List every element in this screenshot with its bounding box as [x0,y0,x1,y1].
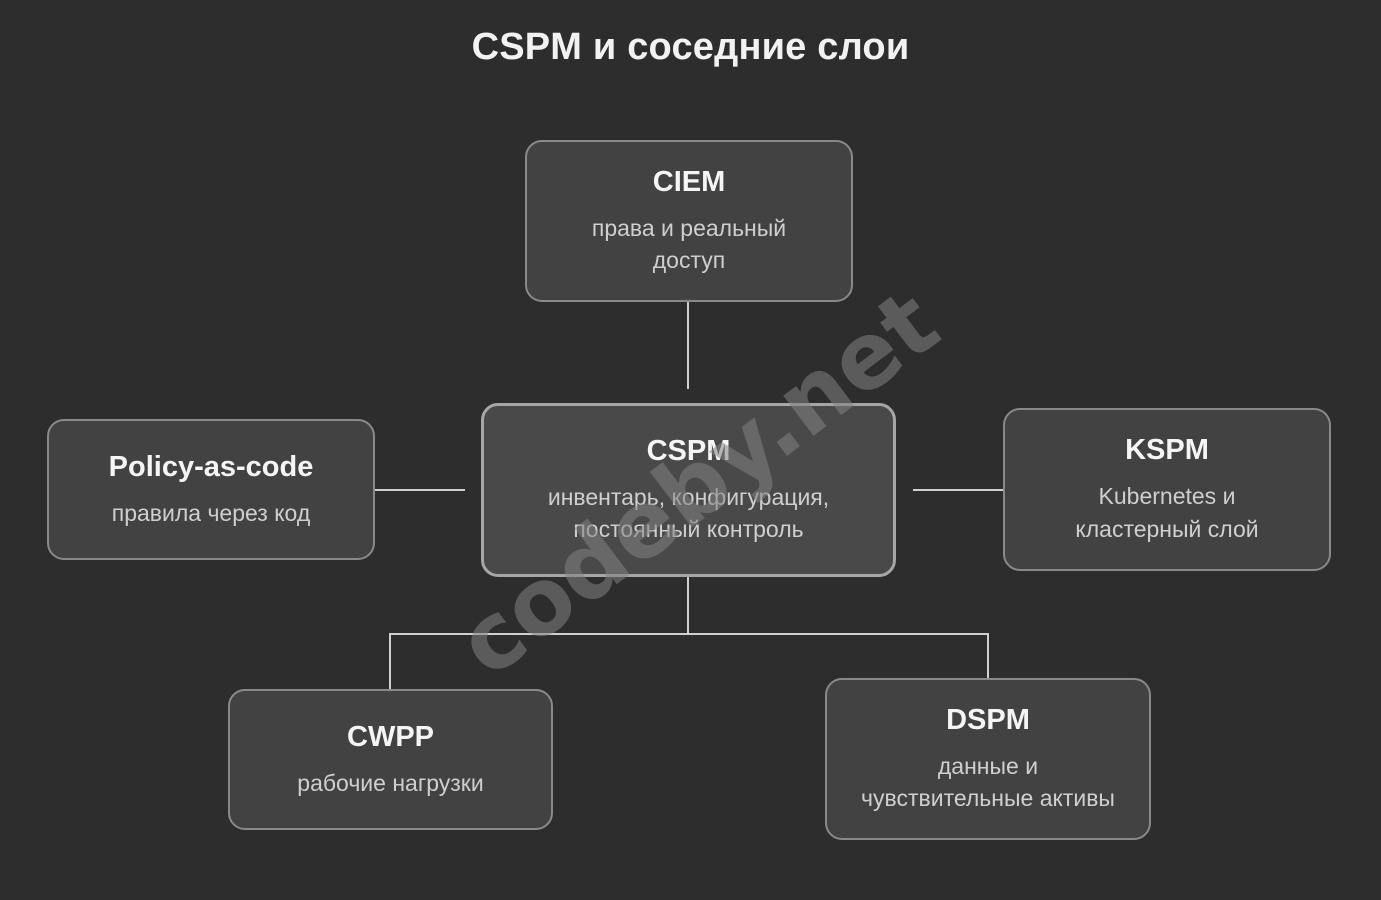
node-cwpp-title: CWPP [347,720,434,753]
node-dspm: DSPM данные и чувствительные активы [825,678,1151,840]
node-ciem-title: CIEM [652,165,726,198]
node-cspm-subtitle: инвентарь, конфигурация, постоянный конт… [548,481,829,546]
node-kspm: KSPM Kubernetes и кластерный слой [1003,408,1331,571]
node-cwpp-subtitle: рабочие нагрузки [297,767,483,800]
node-ciem-subtitle-line2: доступ [652,247,726,274]
node-cwpp: CWPP рабочие нагрузки [228,689,553,830]
node-cwpp-subtitle-line1: рабочие нагрузки [297,769,484,796]
node-cspm: CSPM инвентарь, конфигурация, постоянный… [481,403,896,577]
node-dspm-subtitle-line2: чувствительные активы [861,785,1115,812]
node-policy-subtitle-line1: правила через код [111,499,311,526]
node-dspm-subtitle: данные и чувствительные активы [861,750,1115,815]
node-policy-as-code: Policy-as-code правила через код [47,419,375,560]
node-dspm-title: DSPM [946,703,1030,736]
node-cspm-subtitle-line1: инвентарь, конфигурация, [547,483,830,510]
node-policy-title: Policy-as-code [108,450,314,483]
node-kspm-title: KSPM [1125,434,1209,467]
node-cspm-title: CSPM [646,434,731,467]
node-kspm-subtitle-line1: Kubernetes и [1098,483,1236,510]
node-ciem: CIEM права и реальный доступ [525,140,853,302]
node-ciem-subtitle: права и реальный доступ [592,212,786,277]
diagram-title: CSPM и соседние слои [471,26,910,68]
node-ciem-subtitle-line1: права и реальный [591,214,787,241]
node-dspm-subtitle-line1: данные и [937,752,1039,779]
node-cspm-subtitle-line2: постоянный контроль [573,516,804,543]
node-kspm-subtitle: Kubernetes и кластерный слой [1075,480,1258,545]
node-kspm-subtitle-line2: кластерный слой [1075,515,1259,542]
node-policy-subtitle: правила через код [112,497,311,530]
